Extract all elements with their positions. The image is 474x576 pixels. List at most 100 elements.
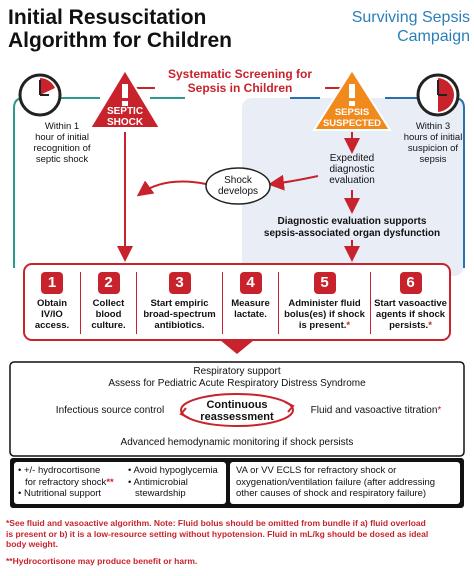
continuous-line-2: reassessment xyxy=(200,411,274,423)
step-label-text: broad-spectrum xyxy=(143,309,216,320)
clock-icon xyxy=(416,73,460,117)
within-3-hours-text: Within 3 hours of initial suspicion of s… xyxy=(394,121,472,165)
ecls-line-3: other causes of shock and respiratory fa… xyxy=(236,488,427,499)
bullet-stewardship-l2: stewardship xyxy=(135,488,186,499)
title-line-1: Initial Resuscitation xyxy=(8,6,207,29)
step-label-text: antibiotics. xyxy=(154,320,205,331)
adjunct-list-mid: • Avoid hypoglycemia • Antimicrobial ste… xyxy=(128,465,224,500)
shock-develops-circle xyxy=(205,167,271,205)
adjunct-left-box xyxy=(14,462,226,504)
footnote-hydrocortisone: **Hydrocortisone may produce benefit or … xyxy=(6,556,198,566)
continuous-reassessment-text: Continuous reassessment xyxy=(190,399,284,423)
step-number-badge: 3 xyxy=(168,272,191,294)
step-footnote-star: * xyxy=(428,320,432,331)
step-label-line: persists.* xyxy=(374,320,447,331)
bullet-hydrocortisone-l2: for refractory shock xyxy=(25,476,107,488)
bullet-stewardship: • Antimicrobial xyxy=(128,476,188,488)
step-label-text: agents if shock xyxy=(375,309,446,320)
source-control-text: Infectious source control xyxy=(55,405,165,416)
step-label-text: access. xyxy=(34,320,70,331)
footnote-1-line-1: *See fluid and vasoactive algorithm. Not… xyxy=(6,518,426,528)
ecls-text: VA or VV ECLS for refractory shock or ox… xyxy=(236,465,458,500)
suspected-label-line-1: SEPSIS xyxy=(334,107,370,118)
page-title: Initial Resuscitation Algorithm for Chil… xyxy=(8,6,308,52)
step-label-line: lactate. xyxy=(231,309,270,320)
ssc-logo: Surviving Sepsis Campaign xyxy=(330,8,470,46)
bullet-hydrocortisone-cont: for refractory shock** xyxy=(18,477,128,489)
reassessment-loop xyxy=(180,393,294,427)
shock-develops-line-1: Shock xyxy=(224,175,252,186)
screening-title-line-2: Sepsis in Children xyxy=(187,81,293,95)
step-footnote-star: * xyxy=(346,320,351,331)
septic-label-line-1: SEPTIC xyxy=(106,106,144,117)
step-label-line: IV/IO xyxy=(35,309,69,320)
bullet-hydrocortisone-star: ** xyxy=(106,476,114,488)
step-label-text: Administer fluid xyxy=(288,298,361,309)
ecls-line-1: VA or VV ECLS for refractory shock or xyxy=(236,465,397,476)
step-label-line: Obtain xyxy=(35,298,69,309)
step-label-line: Collect xyxy=(91,298,125,309)
step-label-line: antibiotics. xyxy=(143,320,215,331)
bullet-hydrocortisone-l1: +/- hydrocortisone xyxy=(23,465,101,476)
clock-left-line-4: septic shock xyxy=(35,154,89,165)
step-label-text: Measure xyxy=(231,298,270,309)
step-label-text: IV/IO xyxy=(41,309,63,320)
within-1-hour-text: Within 1 hour of initial recognition of … xyxy=(22,121,102,165)
clock-left-line-3: recognition of xyxy=(33,143,91,154)
step-label-line: agents if shock xyxy=(374,309,447,320)
step-label-text: lactate. xyxy=(234,309,267,320)
step-label-text: bolus(es) if shock xyxy=(284,309,365,320)
step-label-text: blood xyxy=(95,309,122,320)
clock-right-line-1: Within 3 xyxy=(415,121,451,132)
evaluation-line-2: diagnostic xyxy=(329,164,375,175)
step-label-text: Start vasoactive xyxy=(374,298,447,309)
sepsis-suspected-label: SEPSIS SUSPECTED xyxy=(315,107,389,129)
step-number-badge: 5 xyxy=(313,272,336,294)
respiratory-support-text: Respiratory support xyxy=(193,366,281,377)
evaluation-line-3: evaluation xyxy=(329,175,375,186)
step-label-text: Collect xyxy=(92,298,125,309)
step-label-text: Start empiric xyxy=(150,298,209,309)
suspected-panel-bg xyxy=(242,98,464,276)
continuous-line-1: Continuous xyxy=(206,399,268,411)
clock-right-line-3: suspicion of xyxy=(407,143,459,154)
septic-shock-label: SEPTIC SHOCK xyxy=(95,106,155,128)
step-label-line: culture. xyxy=(91,320,125,331)
adjunct-list-left: • +/- hydrocortisone for refractory shoc… xyxy=(18,465,128,500)
step-label-line: Start vasoactive xyxy=(374,298,447,309)
screening-title-line-1: Systematic Screening for xyxy=(167,67,313,81)
fluid-titration-text: Fluid and vasoactive titration* xyxy=(296,405,456,416)
septic-shock-warning-sign xyxy=(88,68,162,129)
clock-icon xyxy=(18,73,62,117)
step-number-badge: 1 xyxy=(41,272,63,294)
step-label-text: is present. xyxy=(298,320,347,331)
diag-supports-line-1: Diagnostic evaluation supports xyxy=(277,216,427,227)
step-number-badge: 2 xyxy=(97,272,120,294)
logo-line-1: Surviving Sepsis xyxy=(351,9,470,26)
fluid-titration-star: * xyxy=(437,405,442,416)
bullet-nutrition: • Nutritional support xyxy=(18,488,102,499)
step-label-line: Administer fluid xyxy=(284,298,365,309)
suspected-label-line-2: SUSPECTED xyxy=(322,118,382,129)
clock-left-line-2: hour of initial xyxy=(35,132,89,143)
bullet-nutrition-l1: Nutritional support xyxy=(23,488,102,499)
step-label-line: Start empiric xyxy=(143,298,215,309)
shock-develops-text: Shock develops xyxy=(208,175,268,197)
clock-left-line-1: Within 1 xyxy=(44,121,80,132)
diagnostic-supports-text: Diagnostic evaluation supports sepsis-as… xyxy=(240,216,464,240)
respiratory-support-block: Respiratory support Assess for Pediatric… xyxy=(10,366,464,390)
advanced-monitoring-text: Advanced hemodynamic monitoring if shock… xyxy=(120,437,354,448)
step-label-text: persists. xyxy=(389,320,429,331)
